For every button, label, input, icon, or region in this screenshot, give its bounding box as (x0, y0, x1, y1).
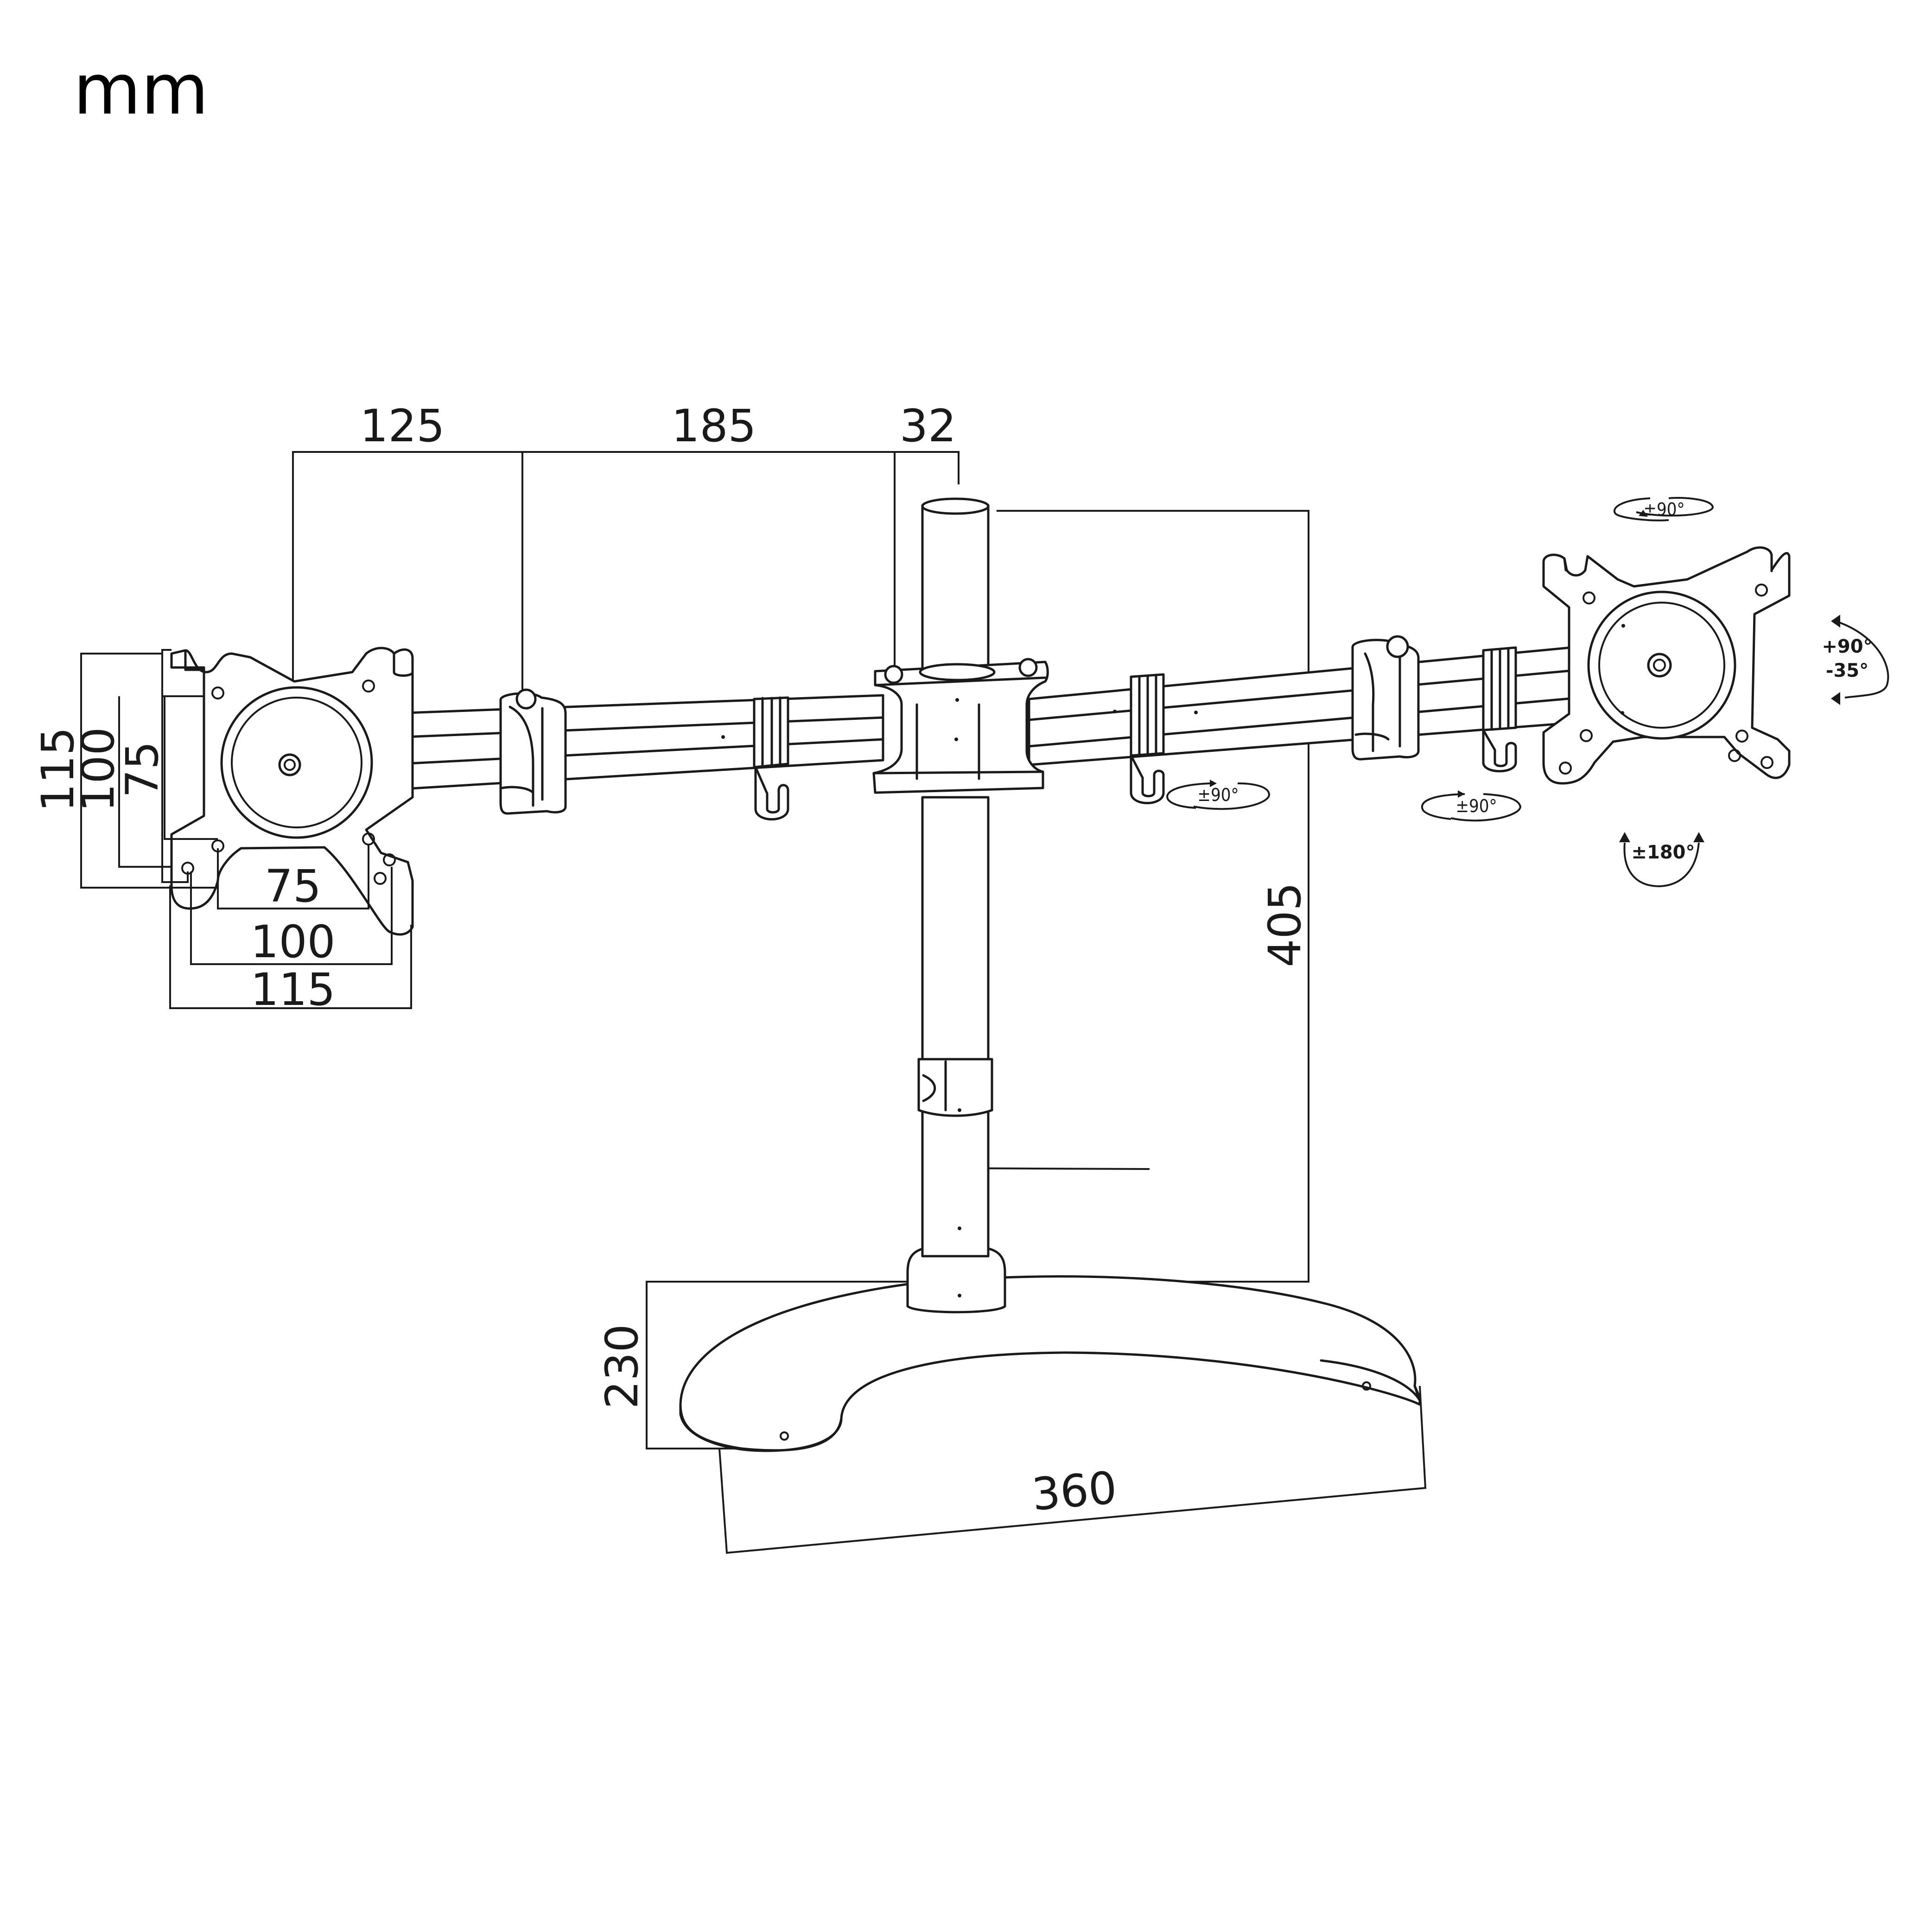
dim-vesa-v-large: 115 (250, 964, 335, 1016)
rotation-tilt-down: -35° (1826, 660, 1868, 681)
dim-offset-3: 32 (900, 400, 956, 452)
dim-base-depth: 230 (596, 1324, 648, 1409)
rotation-rotate: ±180° (1631, 842, 1695, 863)
dim-offset-2: 185 (671, 400, 756, 452)
rotation-tilt-up: +90° (1822, 636, 1872, 657)
pole-column (917, 497, 993, 1297)
dim-base-width: 360 (1030, 1462, 1119, 1521)
dim-offset-1: 125 (360, 400, 445, 452)
rotation-swivel-arm-left: ±90° (1197, 785, 1239, 805)
dim-vesa-h-large: 115 (32, 727, 84, 812)
dim-vesa-h-mid: 100 (72, 727, 124, 812)
unit-label: mm (73, 50, 209, 130)
dim-vesa-h-small: 75 (116, 741, 168, 798)
left-vesa-dimension-lines (80, 649, 412, 1009)
left-vesa-plate (170, 647, 414, 936)
right-vesa-plate (1542, 546, 1791, 785)
arm-joints (499, 635, 1420, 815)
dimension-lines (292, 451, 1427, 1554)
desk-base (679, 1245, 1421, 1452)
center-clamp (872, 658, 1049, 794)
dim-total-height: 405 (1259, 882, 1311, 967)
rotation-swivel-top: ±90° (1643, 499, 1684, 520)
rotation-swivel-arm-right: ±90° (1455, 796, 1497, 816)
dim-vesa-v-mid: 100 (250, 916, 335, 968)
rotation-indicators (1166, 497, 1889, 888)
dim-vesa-v-small: 75 (265, 860, 321, 912)
